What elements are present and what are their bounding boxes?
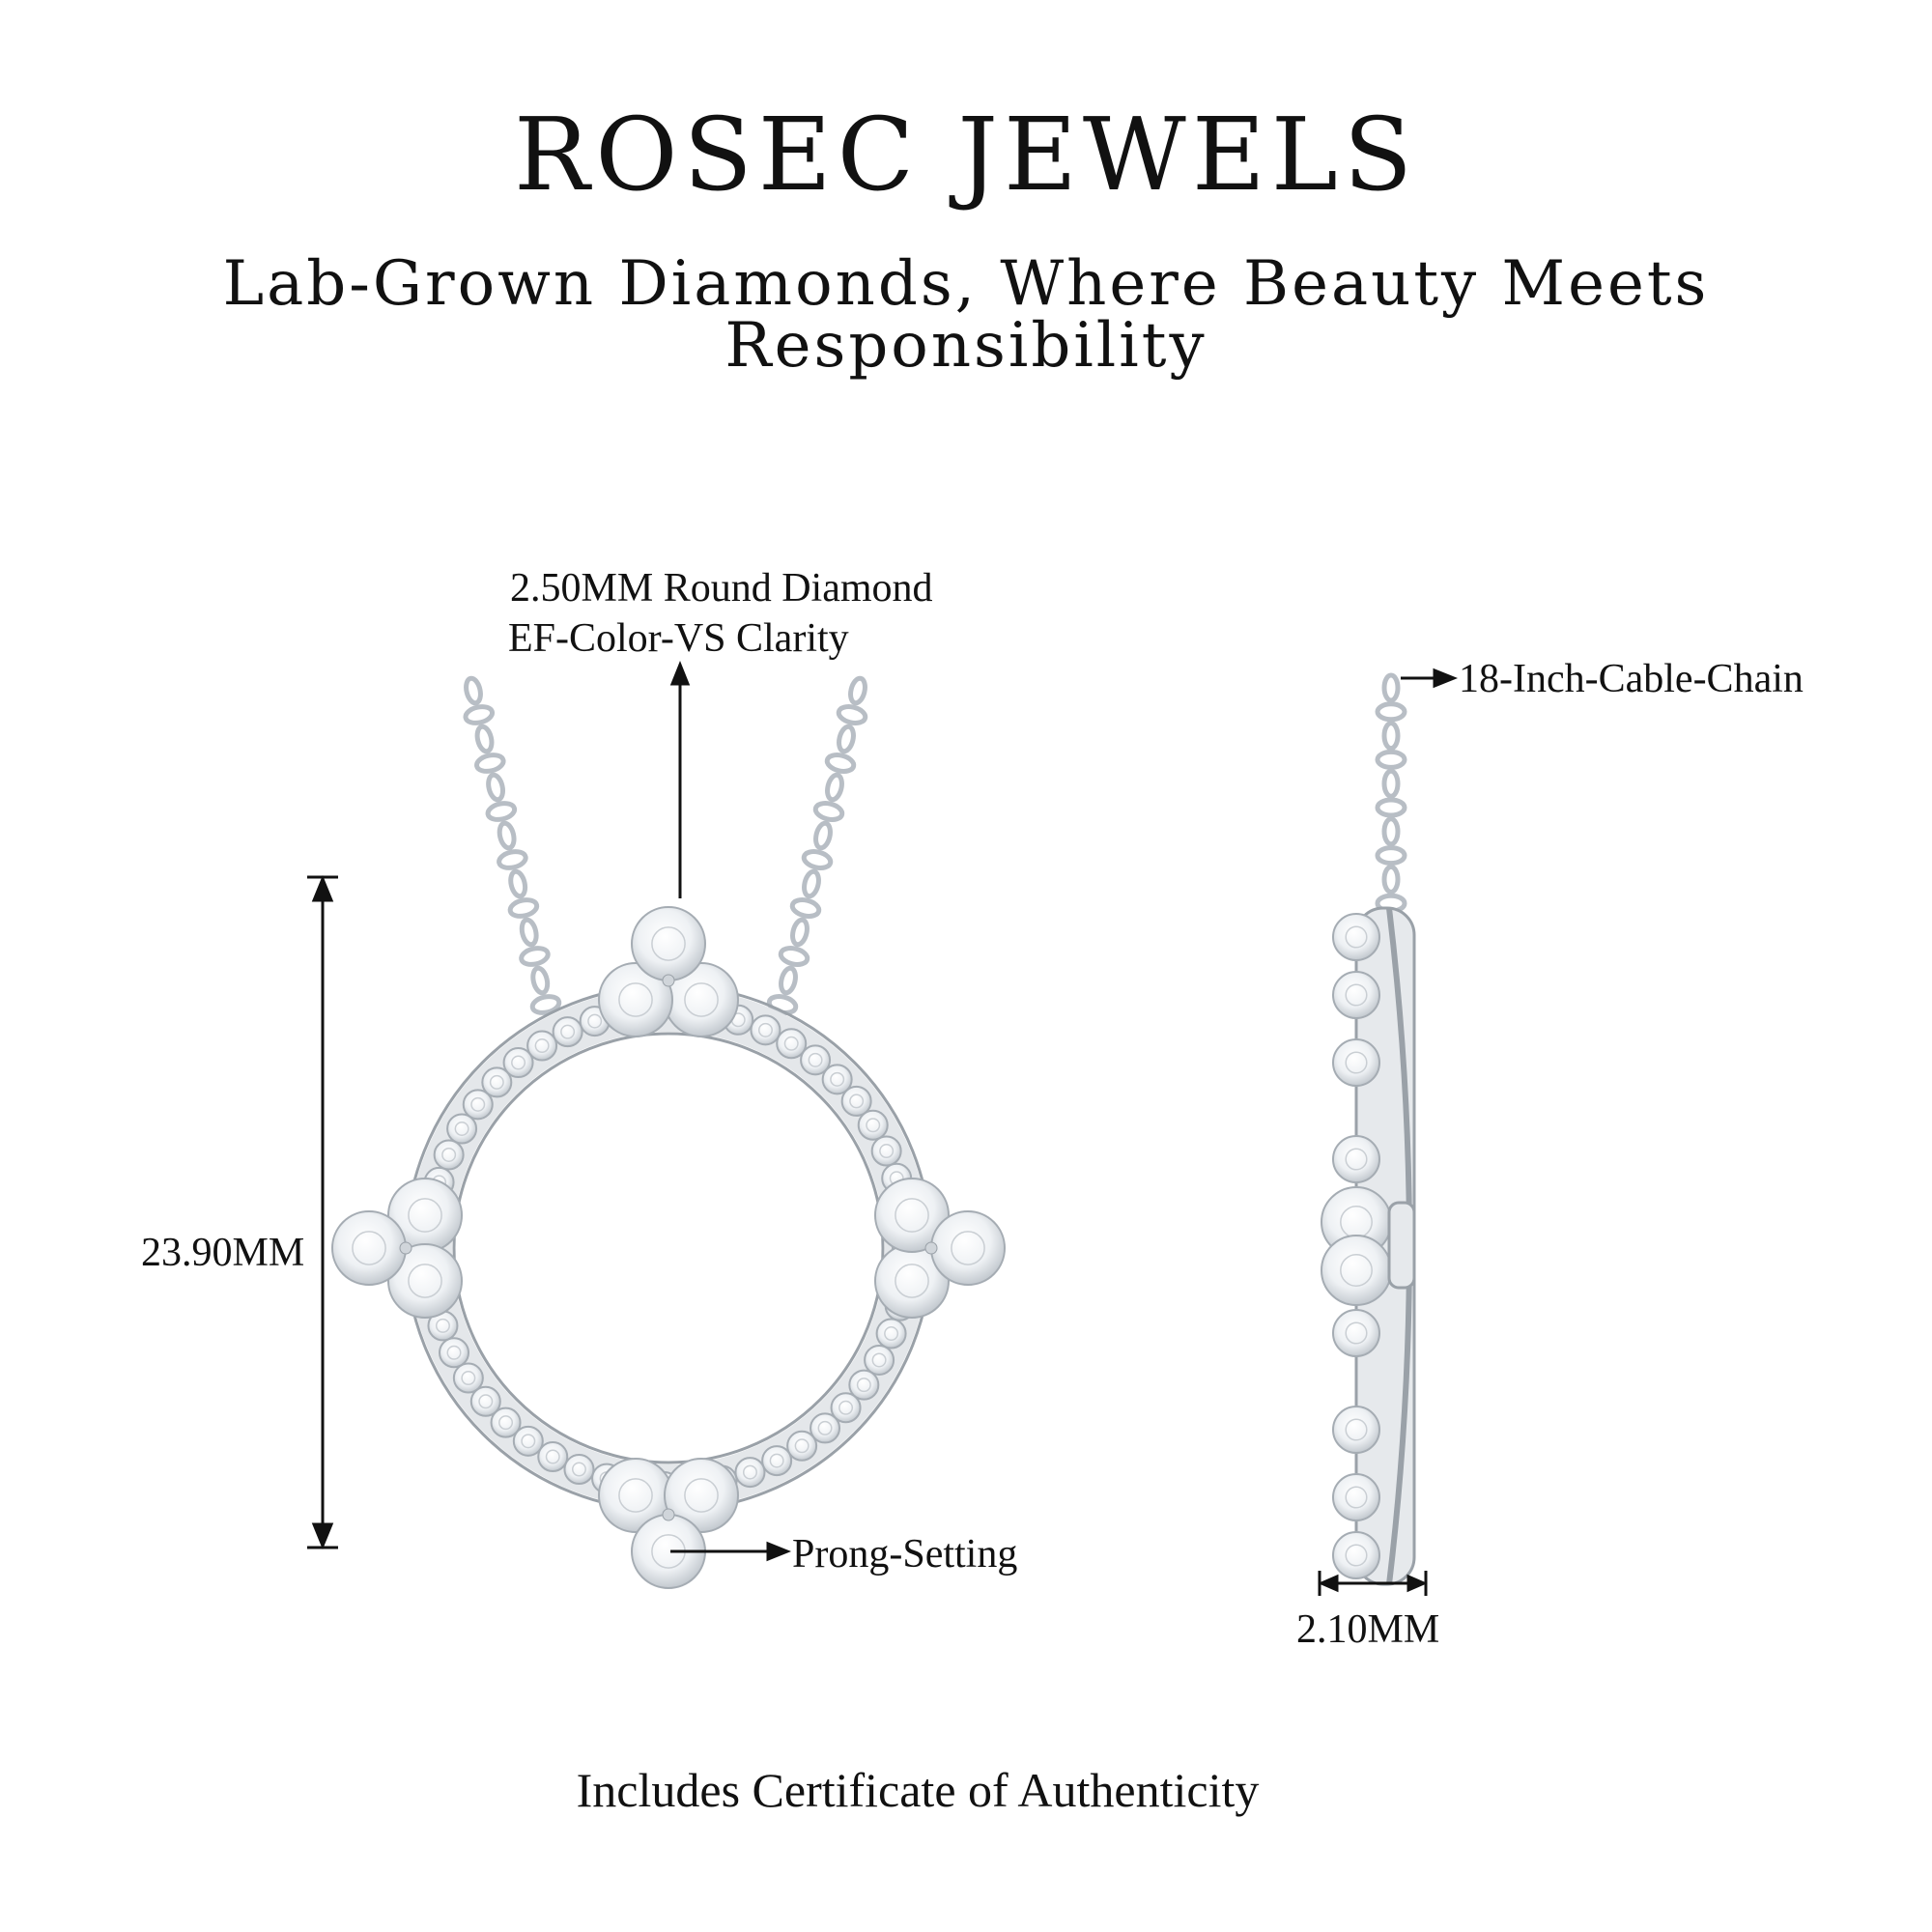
side-diamonds xyxy=(1321,913,1416,1579)
stone-size-label: 2.50MM Round Diamond xyxy=(510,566,933,611)
height-dimension-line xyxy=(307,875,338,1549)
side-pendant xyxy=(1321,906,1416,1586)
chain-pointer-arrow xyxy=(1401,668,1459,689)
stone-quality-label: EF-Color-VS Clarity xyxy=(508,616,849,661)
setting-pointer-arrow xyxy=(670,1541,792,1562)
brand-title: ROSEC JEWELS xyxy=(513,96,1419,213)
setting-label: Prong-Setting xyxy=(792,1532,1018,1577)
front-chain-left xyxy=(463,675,562,1015)
thickness-dimension-line xyxy=(1318,1571,1428,1596)
tagline: Lab-Grown Diamonds, Where Beauty Meets R… xyxy=(222,248,1710,382)
front-chain-right xyxy=(766,675,868,1015)
height-label: 23.90MM xyxy=(141,1231,305,1275)
certificate-note: Includes Certificate of Authenticity xyxy=(576,1763,1260,1817)
chain-label: 18-Inch-Cable-Chain xyxy=(1459,657,1804,701)
side-chain xyxy=(1375,672,1407,943)
diamond-clusters xyxy=(331,906,1006,1589)
thickness-label: 2.10MM xyxy=(1296,1607,1440,1652)
stone-pointer-arrow xyxy=(669,660,691,898)
front-pendant xyxy=(331,906,1006,1589)
